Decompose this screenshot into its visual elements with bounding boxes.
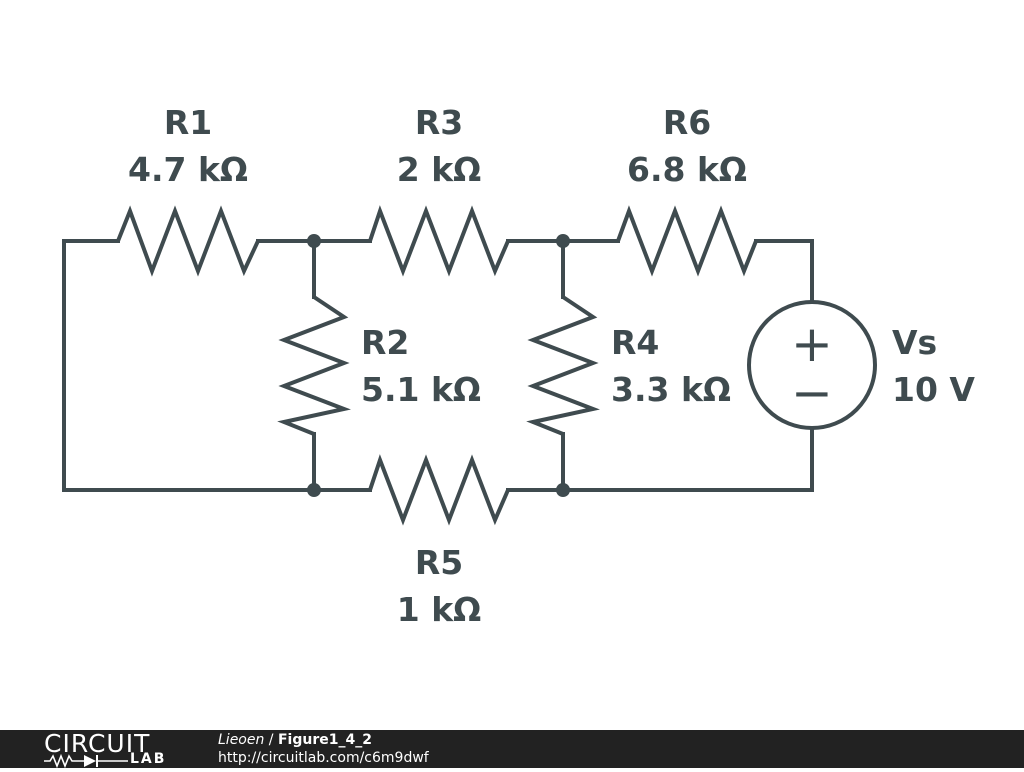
resistor-r5 [368,454,510,526]
wire-bottom-right [506,426,814,492]
r2-name: R2 [361,323,409,362]
r1-name: R1 [164,103,212,142]
vs-value: 10 V [892,370,975,409]
vs-name: Vs [892,323,937,362]
source-minus-symbol: − [791,364,833,422]
author-link[interactable]: Lieoen [218,732,265,748]
resistor-r3 [368,205,510,277]
r5-name: R5 [415,543,463,582]
source-plus-symbol: + [791,315,833,373]
junction-node [307,234,321,248]
r1-value: 4.7 kΩ [128,150,248,189]
wire-left-loop [62,239,316,492]
resistor-r4 [526,295,600,436]
circuitlab-logo-mark: LAB [44,751,174,769]
r4-name: R4 [611,323,659,362]
credit-line: Lieoen / Figure1_4_2 [218,732,372,748]
junction-node [556,483,570,497]
resistor-r6 [616,205,758,277]
r6-name: R6 [663,103,711,142]
r5-value: 1 kΩ [397,590,481,629]
footer-bar: CIRCUIT LAB Lieoen / Figure1_4_2 http://… [0,729,1024,769]
wire-top-right [754,239,814,304]
credit-separator: / [264,732,278,748]
r4-value: 3.3 kΩ [611,370,731,409]
circuitlab-logo-text: CIRCUIT [44,729,151,758]
junction-node [556,234,570,248]
voltage-source-vs [747,300,877,430]
r3-value: 2 kΩ [397,150,481,189]
resistor-r2 [277,295,351,436]
circuit-url-link[interactable]: http://circuitlab.com/c6m9dwf [218,750,429,766]
r2-value: 5.1 kΩ [361,370,481,409]
circuit-schematic: + − R1 4.7 kΩ R3 2 kΩ R6 6.8 kΩ R2 5.1 k… [62,103,975,629]
r3-name: R3 [415,103,463,142]
resistor-diode-icon [44,753,128,769]
resistor-r1 [116,205,260,277]
junction-node [307,483,321,497]
circuitlab-logo-lab: LAB [130,751,167,767]
r6-value: 6.8 kΩ [627,150,747,189]
circuit-title-link[interactable]: Figure1_4_2 [277,732,372,748]
